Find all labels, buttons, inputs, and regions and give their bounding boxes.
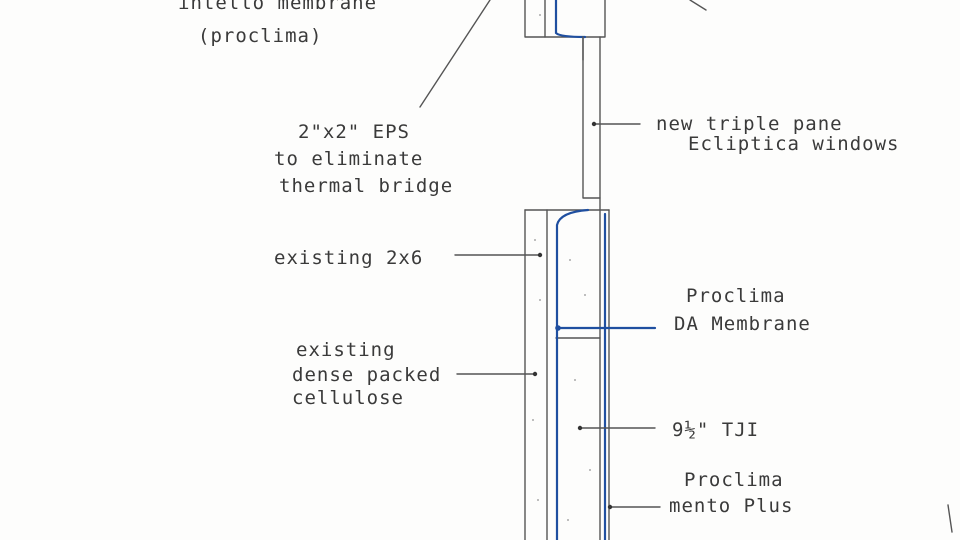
edge-mark bbox=[947, 504, 953, 533]
leader-arrow-top bbox=[689, 0, 707, 11]
label-cellulose-line1: existing bbox=[296, 339, 396, 361]
label-eps-line1: 2"x2" EPS bbox=[298, 121, 410, 143]
label-intello-line2: (proclima) bbox=[198, 25, 322, 47]
label-existing-2x6: existing 2x6 bbox=[274, 247, 423, 269]
lower-wall-section bbox=[524, 208, 657, 540]
label-eps-line2: to eliminate bbox=[274, 148, 423, 170]
label-mento-line2: mento Plus bbox=[669, 495, 793, 517]
leader-lines bbox=[419, 0, 707, 510]
label-da-line1: Proclima bbox=[686, 285, 786, 307]
label-intello-line1: intello membrane bbox=[178, 0, 377, 14]
label-mento-line1: Proclima bbox=[684, 469, 784, 491]
insulation-specks bbox=[532, 14, 591, 521]
label-da-line2: DA Membrane bbox=[674, 313, 811, 335]
leader-eps bbox=[419, 0, 491, 108]
label-windows-line2: Ecliptica windows bbox=[688, 133, 899, 155]
label-cellulose-line2: dense packed bbox=[292, 364, 441, 386]
upper-wall-section bbox=[524, 0, 606, 61]
label-eps-line3: thermal bridge bbox=[279, 175, 453, 197]
label-windows-line1: new triple pane bbox=[656, 113, 843, 135]
label-cellulose-line3: cellulose bbox=[292, 387, 404, 409]
label-tji: 9½" TJI bbox=[672, 419, 759, 441]
